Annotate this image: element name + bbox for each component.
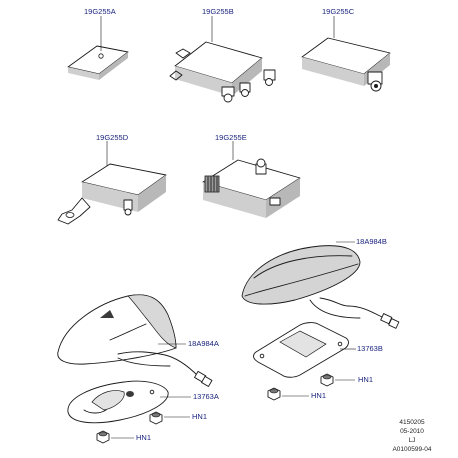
label-19g255b: 19G255B xyxy=(202,7,234,16)
nut-hn1-right-lower xyxy=(267,387,281,401)
nut-hn1-right-upper xyxy=(320,373,334,387)
label-19g255e: 19G255E xyxy=(215,133,247,142)
nut-hn1-left-lower xyxy=(96,430,110,444)
footer-initials: LJ xyxy=(409,437,416,444)
module-19g255e xyxy=(202,158,301,218)
label-hn1-left-lower: HN1 xyxy=(136,433,151,442)
label-hn1-right-lower: HN1 xyxy=(311,391,326,400)
gasket-13763a xyxy=(67,380,169,424)
footer-ref: A0100599-04 xyxy=(392,446,431,453)
label-hn1-right-upper: HN1 xyxy=(358,375,373,384)
shark-fin-aerial-18a984a xyxy=(57,294,213,387)
footer-code: 4150205 xyxy=(399,419,425,426)
module-19g255a xyxy=(67,45,129,80)
shark-fin-aerial-18a984b xyxy=(241,245,400,329)
nut-hn1-left-upper xyxy=(149,411,163,425)
label-19g255a: 19G255A xyxy=(84,7,116,16)
label-13763a: 13763A xyxy=(193,392,219,401)
module-19g255c xyxy=(301,37,391,92)
label-18a984b: 18A984B xyxy=(356,237,387,246)
gasket-13763b xyxy=(253,322,349,378)
label-19g255d: 19G255D xyxy=(96,133,129,142)
label-hn1-left-upper: HN1 xyxy=(192,412,207,421)
module-19g255b xyxy=(169,41,276,103)
footer-date: 05-2010 xyxy=(400,428,424,435)
module-19g255d xyxy=(57,163,167,225)
label-13763b: 13763B xyxy=(357,344,383,353)
label-19g255c: 19G255C xyxy=(322,7,355,16)
label-18a984a: 18A984A xyxy=(188,339,219,348)
